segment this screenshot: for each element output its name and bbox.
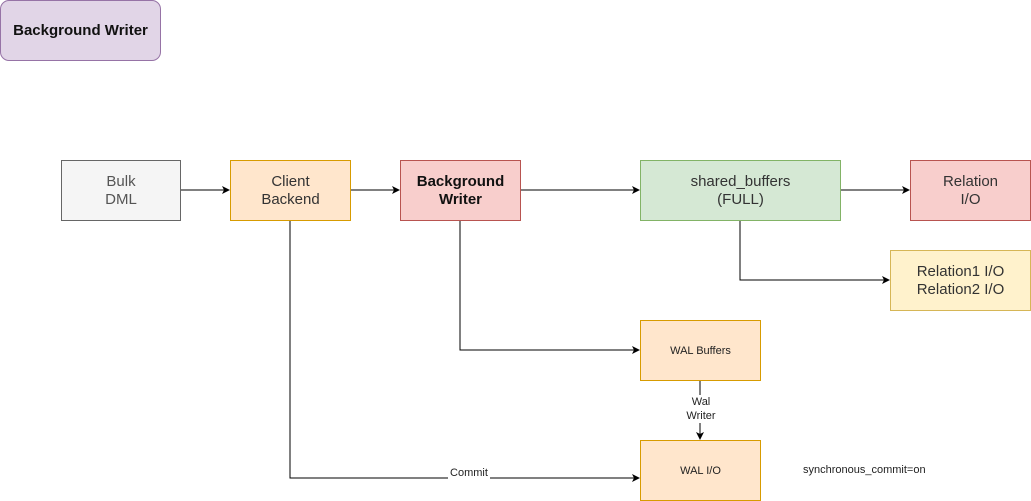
node-bulk-dml: Bulk DML (61, 160, 181, 221)
edge-label-commit: Commit (448, 466, 490, 480)
node-wal-buffers-label: WAL Buffers (670, 344, 731, 357)
node-shared-buffers: shared_buffers (FULL) (640, 160, 841, 221)
node-client-backend: Client Backend (230, 160, 351, 221)
node-background-writer-label: Background Writer (416, 172, 505, 208)
node-relation-io: Relation I/O (910, 160, 1031, 221)
node-relation-io-label: Relation I/O (942, 172, 999, 208)
node-bulk-dml-label: Bulk DML (105, 172, 137, 208)
node-wal-buffers: WAL Buffers (640, 320, 761, 381)
edge-bgwriter-to-wal-buffers (459, 221, 640, 354)
diagram-title-text: Background Writer (13, 21, 148, 39)
node-shared-buffers-label: shared_buffers (FULL) (690, 172, 791, 208)
node-background-writer: Background Writer (400, 160, 521, 221)
node-client-backend-label: Client Backend (261, 172, 320, 208)
node-relation12-io-label: Relation1 I/O Relation2 I/O (916, 262, 1005, 298)
edge-label-wal-writer: Wal Writer (680, 395, 722, 423)
node-relation12-io: Relation1 I/O Relation2 I/O (890, 250, 1031, 311)
annotation-synchronous-commit: synchronous_commit=on (803, 464, 926, 476)
edge-shared-buffers-to-relation12 (739, 221, 890, 284)
edge-client-to-wal-io (289, 221, 640, 482)
node-wal-io: WAL I/O (640, 440, 761, 501)
diagram-title: Background Writer (0, 0, 161, 61)
node-wal-io-label: WAL I/O (680, 464, 721, 477)
